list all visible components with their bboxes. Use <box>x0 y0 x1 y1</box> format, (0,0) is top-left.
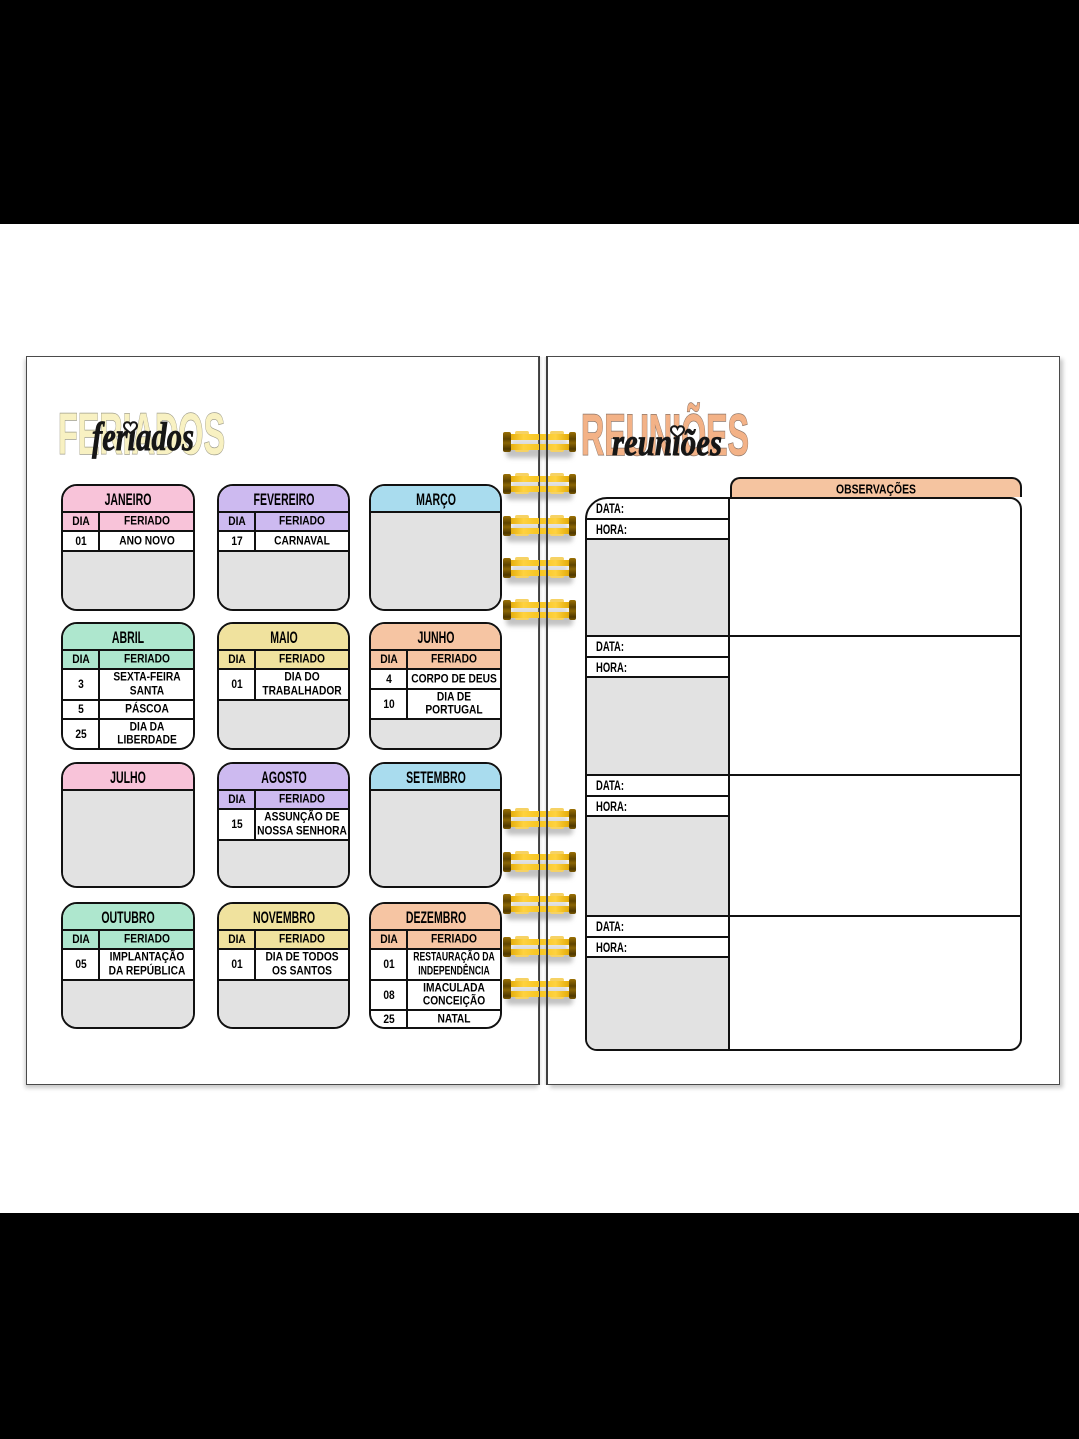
svg-text:feriados: feriados <box>92 414 194 459</box>
svg-text:reuniões: reuniões <box>612 422 722 464</box>
svg-text:FERIADOS: FERIADOS <box>58 402 225 467</box>
svg-text:REUNIÕES: REUNIÕES <box>581 403 749 468</box>
